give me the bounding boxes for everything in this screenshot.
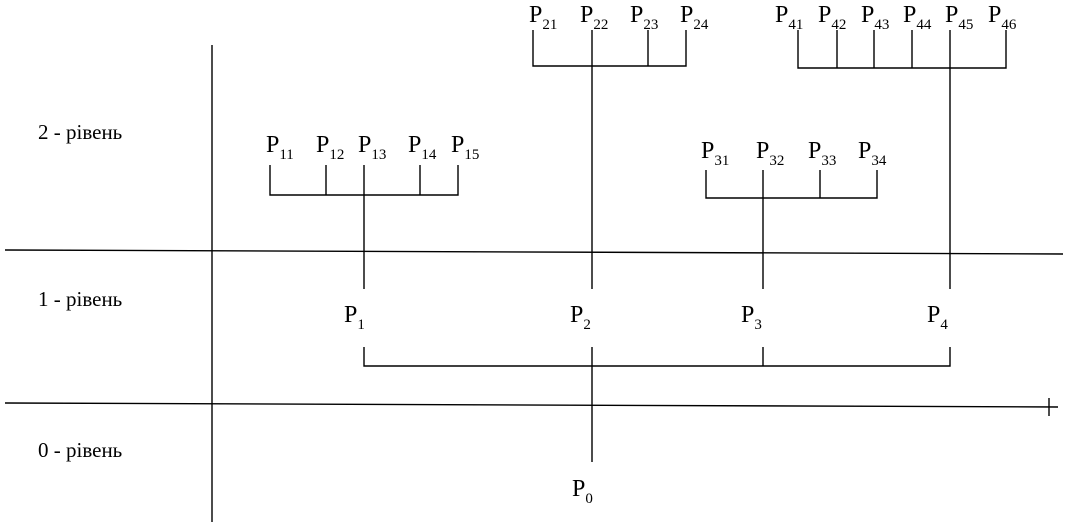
node-p24: P24 [680,2,709,33]
node-p31: P31 [701,138,729,169]
group4-bracket [797,30,1007,69]
group2-bracket [532,30,687,67]
node-p34: P34 [858,138,887,169]
node-p23: P23 [630,2,658,33]
level-1-label: 1 - рівень [38,287,122,311]
node-p46: P46 [988,2,1017,33]
group3-bracket [705,170,878,199]
node-p1: P1 [344,302,365,333]
node-p11: P11 [266,132,294,163]
level-separator-lower [4,402,1059,408]
node-p41: P41 [775,2,803,33]
node-p13: P13 [358,132,386,163]
level-2-label: 2 - рівень [38,120,122,144]
level-0-label: 0 - рівень [38,438,122,462]
level-separator-upper [4,249,1064,255]
node-p2: P2 [570,302,591,333]
group1-bracket [269,165,459,196]
node-p21: P21 [529,2,557,33]
node-p4: P4 [927,302,948,333]
node-p3: P3 [741,302,762,333]
node-p32: P32 [756,138,784,169]
node-p15: P15 [451,132,479,163]
node-p45: P45 [945,2,973,33]
node-p33: P33 [808,138,836,169]
node-p43: P43 [861,2,889,33]
node-p12: P12 [316,132,344,163]
node-p0: P0 [572,476,593,507]
node-p42: P42 [818,2,846,33]
level1-bracket [363,347,951,367]
node-p22: P22 [580,2,608,33]
node-p44: P44 [903,2,932,33]
node-p14: P14 [408,132,437,163]
